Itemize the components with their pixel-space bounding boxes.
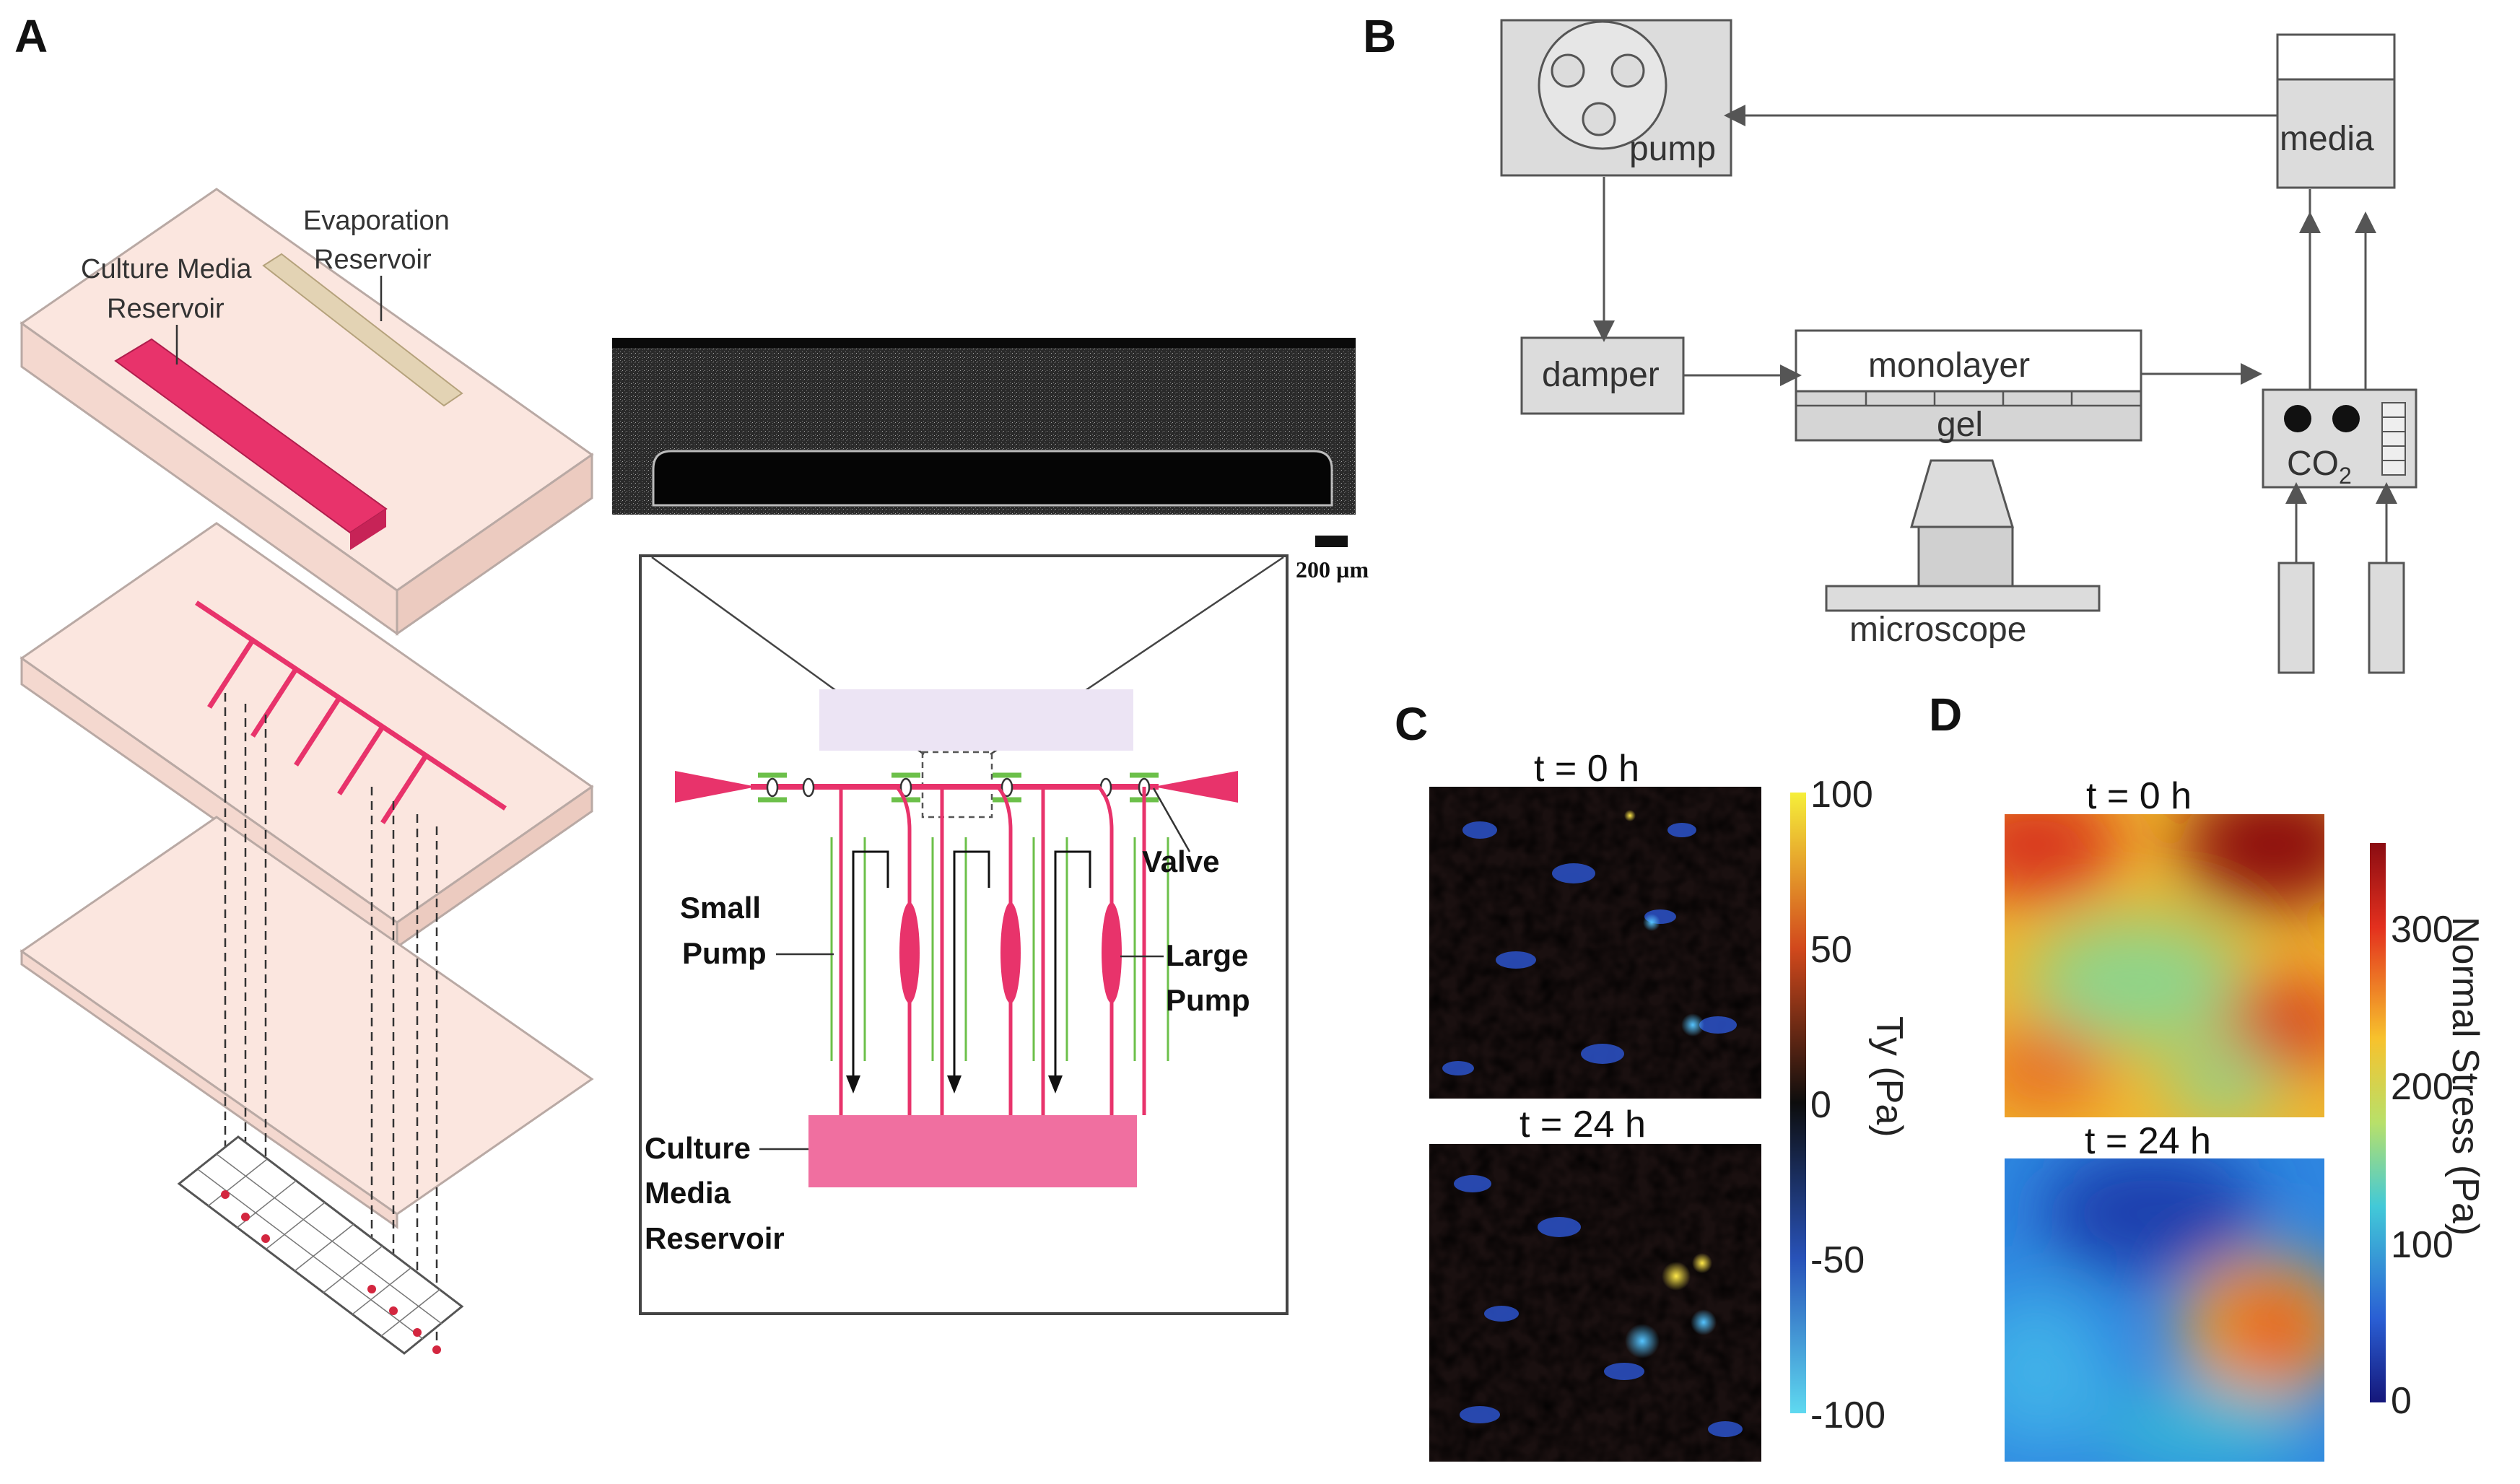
panel-d-tick-0: 300: [2391, 909, 2454, 951]
panel-c-tick-1: 50: [1810, 929, 1852, 971]
chip-channel-schematic: [675, 771, 1238, 1187]
panel-label-b: B: [1363, 10, 1396, 62]
chip-schematic-frame: [639, 554, 1289, 1315]
microscope-label: microscope: [1849, 611, 2026, 649]
panel-c-map-t24: [1429, 1144, 1761, 1462]
panel-c-tick-3: -50: [1810, 1239, 1865, 1281]
microscope-objective: [1909, 459, 2015, 528]
panel-d-colorbar: [2370, 843, 2386, 1402]
panel-c-t0-label: t = 0 h: [1534, 748, 1639, 790]
panel-d-t0-label: t = 0 h: [2086, 775, 2192, 817]
channel-network-drawing: [195, 601, 507, 824]
large-pump-label-line2: Pump: [1166, 983, 1250, 1017]
panel-c-t24-label: t = 24 h: [1520, 1104, 1646, 1145]
co2-label-subscript: 2: [2339, 463, 2352, 489]
alignment-lines: [224, 693, 438, 1353]
panel-d-t24-label: t = 24 h: [2085, 1120, 2211, 1162]
panel-label-a: A: [14, 10, 48, 62]
small-pump-label-line2: Pump: [682, 936, 767, 970]
panel-c-tick-0: 100: [1810, 774, 1873, 816]
reservoir-label-line3: Reservoir: [645, 1221, 785, 1255]
well-plate: [177, 1135, 464, 1355]
co2-label: CO2: [2287, 445, 2352, 489]
gas-cylinder-2: [2368, 562, 2405, 674]
gel-label: gel: [1937, 406, 1983, 444]
device-exploded-view: [19, 188, 594, 1355]
panel-c-colorbar: [1790, 793, 1806, 1413]
damper-label: damper: [1542, 356, 1660, 394]
panel-c-tick-2: 0: [1810, 1084, 1831, 1126]
panel-c-map-t0: [1429, 787, 1761, 1099]
culture-media-label-line1: Culture Media: [81, 254, 252, 284]
panel-d-colorbar-label: Normal Stress (Pa): [2444, 917, 2486, 1236]
panel-c-tick-4: -100: [1810, 1394, 1885, 1436]
gas-cylinder-1: [2277, 562, 2315, 674]
flow-setup-diagram: [1500, 19, 2417, 674]
evaporation-reservoir-bar: [262, 253, 463, 407]
pump-label: pump: [1629, 130, 1716, 168]
panel-d-map-t24: [2005, 1158, 2324, 1462]
pump-wheel-icon: [1538, 20, 1667, 150]
evaporation-label-line1: Evaporation: [303, 206, 450, 236]
panel-d-map-t0: [2005, 814, 2324, 1117]
zoom-region: [819, 689, 1133, 751]
panel-c-colorbar-label: Ty (Pa): [1868, 1016, 1910, 1138]
reservoir-label-line1: Culture: [645, 1131, 751, 1165]
large-pump-label-line1: Large: [1166, 938, 1248, 972]
panel-d-tick-1: 200: [2391, 1066, 2454, 1108]
scale-bar-label: 200 µm: [1296, 556, 1369, 582]
schematic-reservoir: [808, 1115, 1137, 1187]
panel-label-c: C: [1395, 698, 1428, 750]
gel-box: [1795, 390, 2142, 442]
evaporation-label-line2: Reservoir: [314, 245, 432, 275]
channel-micrograph: [612, 338, 1356, 547]
panel-d-tick-2: 100: [2391, 1224, 2454, 1266]
small-pump-label-line1: Small: [680, 891, 761, 925]
scale-bar: [1315, 536, 1348, 547]
reservoir-label-line2: Media: [645, 1176, 731, 1210]
valve-label: Valve: [1142, 844, 1219, 878]
culture-media-label-line2: Reservoir: [107, 294, 224, 324]
co2-label-base: CO: [2287, 445, 2339, 483]
damper-box: [1520, 336, 1685, 415]
panel-label-d: D: [1929, 689, 1962, 741]
microscope-stage: [1825, 585, 2101, 612]
panel-d-tick-3: 0: [2391, 1380, 2412, 1422]
media-label: media: [2280, 120, 2374, 158]
monolayer-label: monolayer: [1868, 346, 2030, 385]
